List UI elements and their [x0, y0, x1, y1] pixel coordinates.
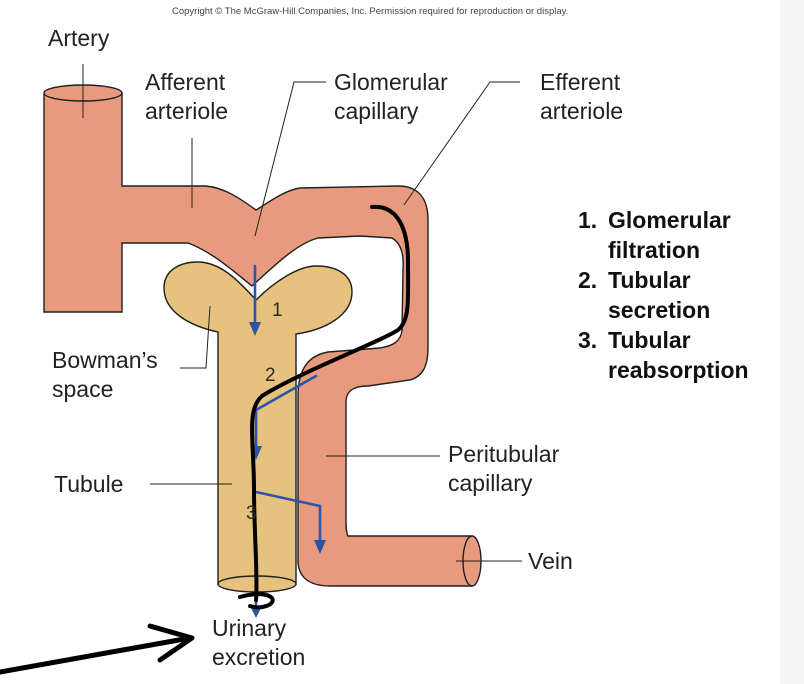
right-margin-strip — [780, 0, 804, 684]
leader-efferent — [403, 81, 520, 206]
label-urinary-excretion: Urinary excretion — [212, 615, 306, 670]
handdrawn-pointer-arrow-shaft — [0, 635, 193, 675]
legend-step-2: 2. Tubular secretion — [578, 265, 749, 325]
label-bowmans-space: Bowman’s space — [52, 347, 158, 402]
leader-glomerular — [254, 81, 326, 237]
leader-bowmans — [180, 305, 211, 369]
handdrawn-flow-line — [250, 204, 411, 602]
process-legend: 1. Glomerular filtration 2. Tubular secr… — [578, 205, 749, 385]
label-peritubular-capillary: Peritubular capillary — [448, 441, 560, 496]
label-glomerular-capillary: Glomerular capillary — [334, 69, 448, 124]
process-number-3: 3 — [246, 503, 257, 524]
copyright-notice: Copyright © The McGraw-Hill Companies, I… — [172, 6, 569, 17]
process-number-2: 2 — [265, 365, 276, 386]
label-efferent-arteriole: Efferent arteriole — [540, 69, 624, 124]
legend-step-text: Tubular reabsorption — [608, 327, 749, 383]
label-artery: Artery — [48, 25, 110, 51]
label-vein: Vein — [528, 548, 573, 574]
reabsorption-arrow — [254, 490, 322, 544]
handdrawn-pointer-arrow-head — [147, 623, 195, 663]
legend-step-number: 3. — [578, 327, 598, 353]
process-number-1: 1 — [272, 300, 283, 321]
legend-step-text: Tubular secretion — [608, 267, 711, 323]
blood-vessel-system — [43, 92, 473, 587]
filtration-arrowhead — [249, 322, 261, 336]
legend-step-number: 2. — [578, 267, 598, 293]
reabsorption-arrowhead — [314, 540, 326, 554]
legend-step-number: 1. — [578, 207, 598, 233]
label-afferent-arteriole: Afferent arteriole — [145, 69, 229, 124]
legend-step-text: Glomerular filtration — [608, 207, 731, 263]
handdrawn-loop — [238, 592, 275, 610]
legend-step-1: 1. Glomerular filtration — [578, 205, 749, 265]
legend-step-3: 3. Tubular reabsorption — [578, 325, 749, 385]
label-tubule: Tubule — [54, 471, 124, 497]
